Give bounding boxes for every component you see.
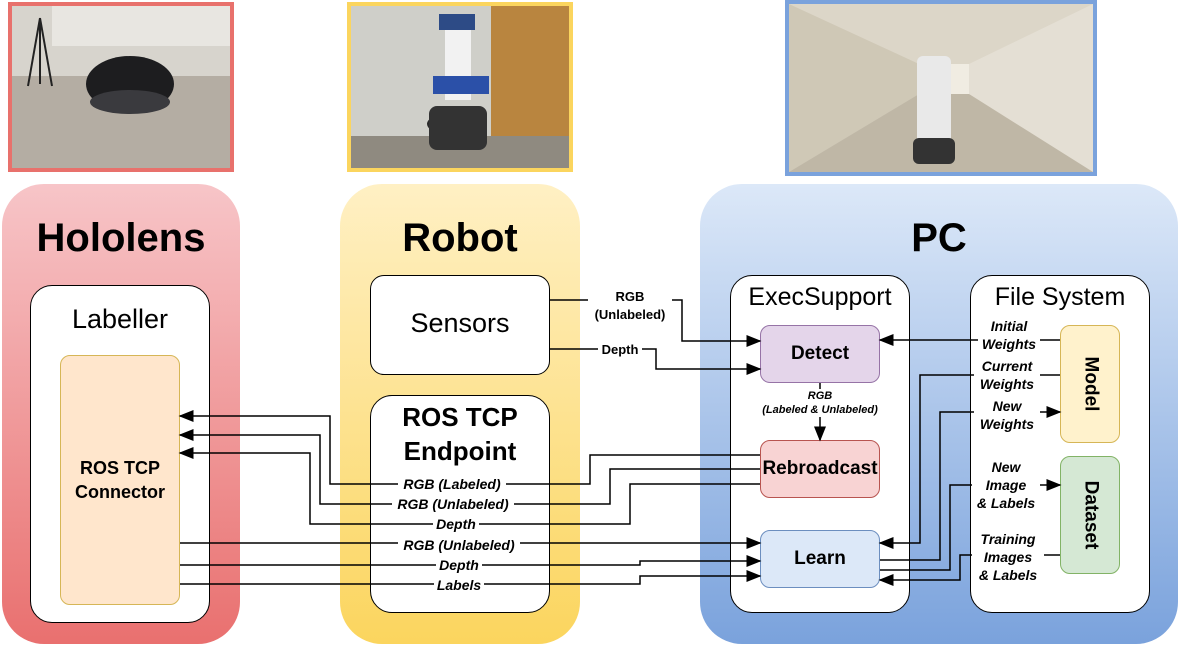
label-labels: Labels [434, 576, 484, 594]
label-rgb-detect-out: RGB (Labeled & Unlabeled) [755, 389, 885, 417]
label-initial-weights: Initial Weights [978, 317, 1040, 353]
rebroadcast-box: Rebroadcast [760, 440, 880, 498]
label-current-weights: Current Weights [974, 357, 1040, 393]
arrow-labels [180, 570, 762, 585]
arrow-depth-bottom [180, 555, 762, 567]
execsupport-title: ExecSupport [748, 283, 892, 311]
label-rgb-unlabeled-bottom: RGB (Unlabeled) [398, 536, 520, 554]
pc-title: PC [911, 216, 967, 260]
label-training-images-labels: Training Images & Labels [972, 530, 1044, 584]
label-depth-bottom: Depth [436, 556, 482, 574]
robot-photo [347, 2, 573, 172]
learn-box: Learn [760, 530, 880, 588]
arrow-sensors-depth-to-detect [550, 348, 762, 375]
model-box: Model [1060, 325, 1120, 443]
hololens-photo [8, 2, 234, 172]
label-rgb-unlabeled-mid: RGB (Unlabeled) [392, 495, 514, 513]
robot-title: Robot [402, 216, 518, 260]
label-rgb-unlabeled-top: RGB (Unlabeled) [588, 288, 672, 324]
labeller-title: Labeller [71, 304, 169, 334]
sensors-title: Sensors [410, 308, 510, 338]
label-depth-top: Depth [598, 341, 642, 359]
arrow-rgb-unlabeled-mid [178, 429, 760, 505]
hallway-photo [785, 0, 1097, 176]
file-system-title: File System [994, 283, 1126, 311]
label-depth-mid: Depth [433, 515, 479, 533]
ros-tcp-endpoint-title: ROS TCP Endpoint [402, 402, 518, 466]
ros-tcp-connector-box: ROS TCP Connector [60, 355, 180, 605]
hololens-title: Hololens [36, 216, 206, 260]
label-new-weights: New Weights [974, 397, 1040, 433]
label-new-image-labels: New Image & Labels [972, 458, 1040, 512]
detect-box: Detect [760, 325, 880, 383]
sensors-panel [370, 275, 550, 375]
dataset-box: Dataset [1060, 456, 1120, 574]
label-rgb-labeled: RGB (Labeled) [398, 475, 506, 493]
arrow-rgb-labeled [178, 410, 760, 485]
